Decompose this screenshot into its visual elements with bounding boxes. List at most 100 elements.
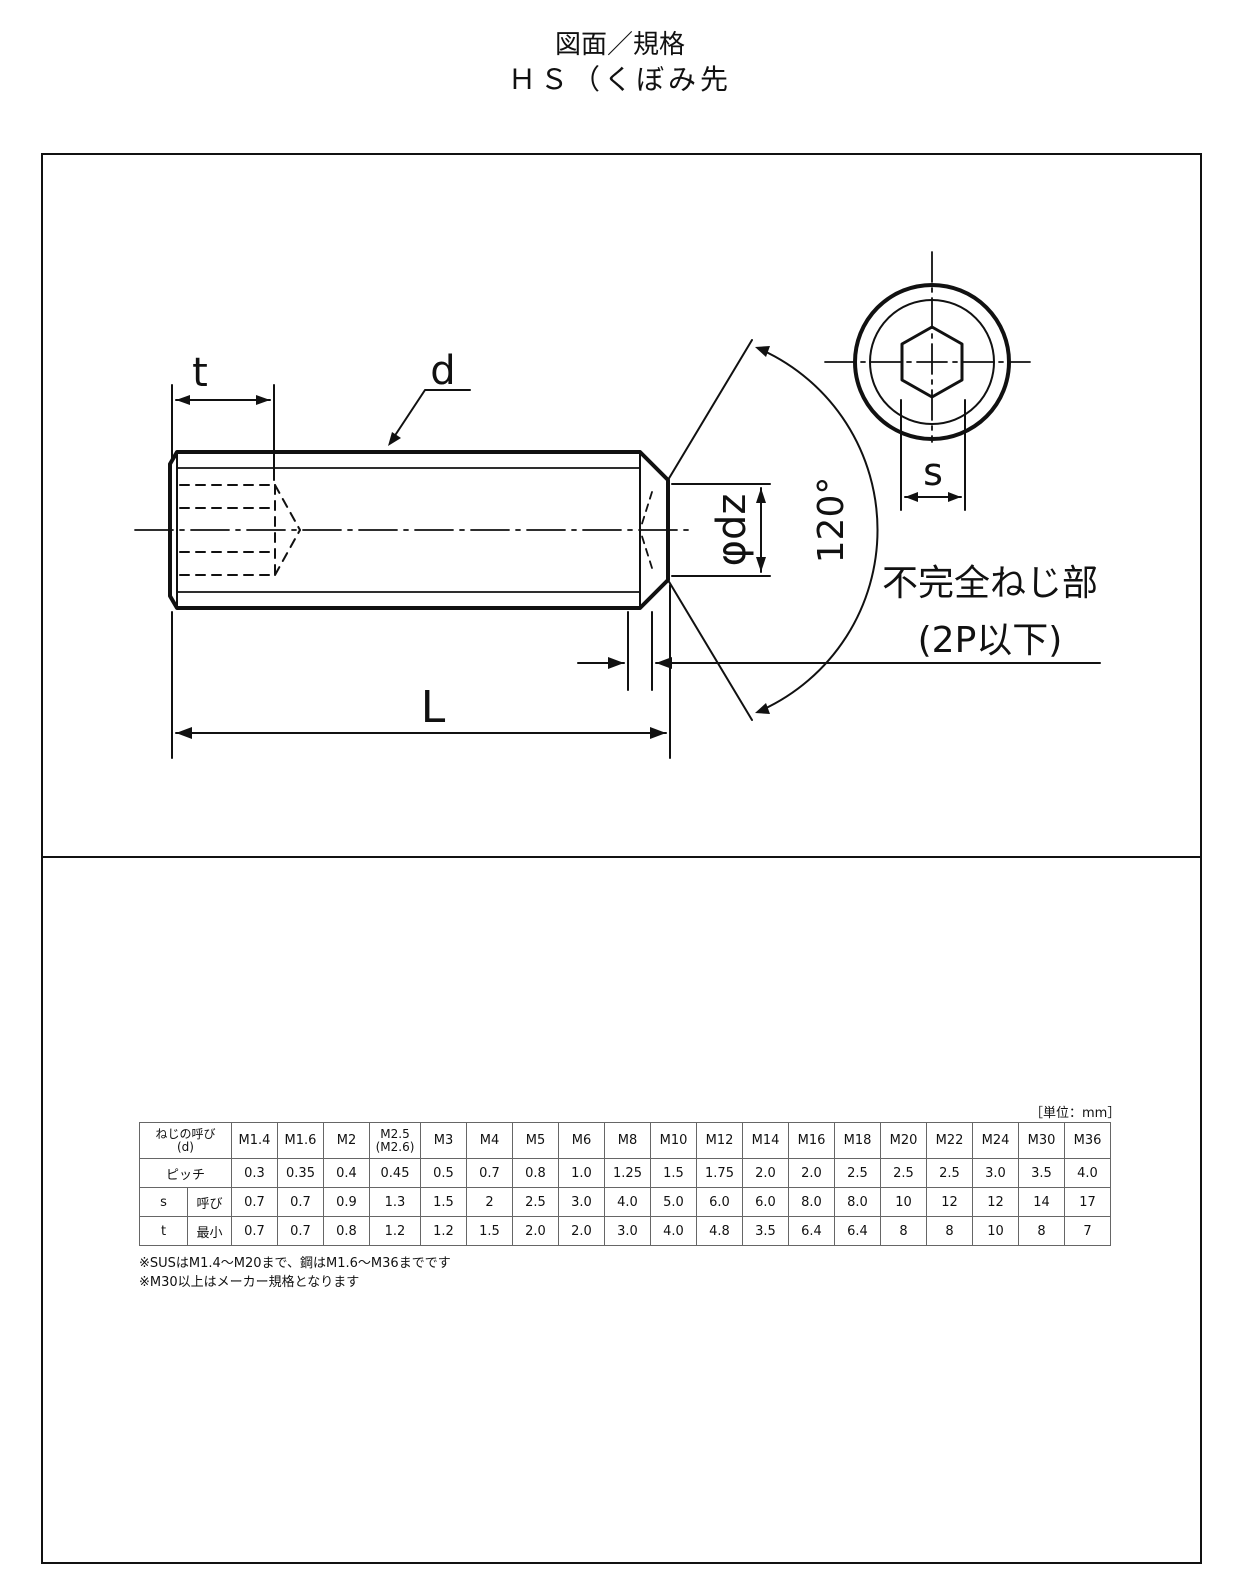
pitch-cell: 0.45 — [369, 1158, 421, 1188]
pitch-cell: 0.7 — [466, 1158, 513, 1188]
hidden-cup — [639, 491, 653, 569]
t-cell: 8 — [880, 1216, 927, 1246]
s-cell: 10 — [880, 1187, 927, 1217]
pitch-cell: 0.4 — [323, 1158, 370, 1188]
t-cell: 6.4 — [788, 1216, 835, 1246]
t-cell: 3.0 — [604, 1216, 651, 1246]
t-cell: 4.0 — [650, 1216, 697, 1246]
s-cell: 8.0 — [788, 1187, 835, 1217]
pitch-cell: 1.0 — [558, 1158, 605, 1188]
size-cell: M1.6 — [277, 1122, 324, 1159]
table-header-row: ねじの呼び (d) M1.4 M1.6 M2 M2.5 (M2.6) M3 M4… — [139, 1122, 1111, 1159]
t-cell: 4.8 — [696, 1216, 743, 1246]
t-cell: 6.4 — [834, 1216, 881, 1246]
size-cell: M2.5 (M2.6) — [369, 1122, 421, 1159]
s-cell: 17 — [1064, 1187, 1111, 1217]
pitch-cell: 3.5 — [1018, 1158, 1065, 1188]
pitch-cell: 2.5 — [834, 1158, 881, 1188]
s-cell: 14 — [1018, 1187, 1065, 1217]
frame-divider — [41, 856, 1202, 858]
note-material: ※SUSはM1.4～M20まで、鋼はM1.6～M36までです — [139, 1256, 451, 1271]
t-cell: 1.2 — [369, 1216, 421, 1246]
pitch-cell: 4.0 — [1064, 1158, 1111, 1188]
notes: ※SUSはM1.4～M20まで、鋼はM1.6～M36までです ※M30以上はメー… — [139, 1254, 451, 1292]
s-cell: 1.3 — [369, 1187, 421, 1217]
label-d: d — [430, 348, 455, 394]
s-cell: 2 — [466, 1187, 513, 1217]
s-cell: 6.0 — [696, 1187, 743, 1217]
label-t: t — [192, 350, 208, 396]
row-sublabel-t: 最小 — [187, 1216, 232, 1246]
size-cell: M8 — [604, 1122, 651, 1159]
row-label-pitch: ピッチ — [139, 1158, 232, 1188]
s-cell: 1.5 — [420, 1187, 467, 1217]
s-cell: 12 — [926, 1187, 973, 1217]
t-cell: 2.0 — [558, 1216, 605, 1246]
t-cell: 8 — [1018, 1216, 1065, 1246]
s-cell: 3.0 — [558, 1187, 605, 1217]
size-cell: M24 — [972, 1122, 1019, 1159]
table-row-t: t 最小 0.7 0.7 0.8 1.2 1.2 1.5 2.0 2.0 3.0… — [139, 1216, 1111, 1246]
t-cell: 0.8 — [323, 1216, 370, 1246]
t-cell: 8 — [926, 1216, 973, 1246]
table-row-s: s 呼び 0.7 0.7 0.9 1.3 1.5 2 2.5 3.0 4.0 5… — [139, 1187, 1111, 1217]
label-L: L — [421, 682, 446, 733]
header-thread-size: ねじの呼び (d) — [139, 1122, 232, 1159]
unit-note: ［単位：mm］ — [1030, 1106, 1121, 1121]
t-cell: 7 — [1064, 1216, 1111, 1246]
drawing-frame — [41, 153, 1202, 1564]
spec-table: ねじの呼び (d) M1.4 M1.6 M2 M2.5 (M2.6) M3 M4… — [139, 1122, 1111, 1246]
s-cell: 5.0 — [650, 1187, 697, 1217]
pitch-cell: 0.8 — [512, 1158, 559, 1188]
t-cell: 1.2 — [420, 1216, 467, 1246]
pitch-cell: 1.25 — [604, 1158, 651, 1188]
row-label-s: s — [139, 1187, 188, 1217]
s-cell: 12 — [972, 1187, 1019, 1217]
row-label-t: t — [139, 1216, 188, 1246]
size-cell: M36 — [1064, 1122, 1111, 1159]
size-cell: M18 — [834, 1122, 881, 1159]
pitch-cell: 0.5 — [420, 1158, 467, 1188]
t-cell: 0.7 — [277, 1216, 324, 1246]
d-leader — [391, 389, 471, 441]
pitch-cell: 2.0 — [742, 1158, 789, 1188]
pitch-cell: 2.5 — [880, 1158, 927, 1188]
pitch-cell: 1.75 — [696, 1158, 743, 1188]
t-cell: 2.0 — [512, 1216, 559, 1246]
s-cell: 8.0 — [834, 1187, 881, 1217]
row-sublabel-s: 呼び — [187, 1187, 232, 1217]
s-cell: 0.9 — [323, 1187, 370, 1217]
angle-arc — [761, 349, 879, 711]
t-cell: 1.5 — [466, 1216, 513, 1246]
s-cell: 4.0 — [604, 1187, 651, 1217]
label-angle: 120° — [811, 477, 852, 564]
label-incomplete-thread-note: (2P以下) — [918, 620, 1063, 661]
label-s: s — [923, 450, 943, 494]
size-cell: M16 — [788, 1122, 835, 1159]
size-cell: M6 — [558, 1122, 605, 1159]
set-screw-drawing: t d φdz 120° s L 不完全ねじ部 (2P以下) — [134, 251, 1101, 759]
note-maker-standard: ※M30以上はメーカー規格となります — [139, 1275, 360, 1290]
pitch-cell: 2.5 — [926, 1158, 973, 1188]
size-cell: M5 — [512, 1122, 559, 1159]
t-cell: 10 — [972, 1216, 1019, 1246]
label-incomplete-thread: 不完全ねじ部 — [882, 563, 1098, 604]
cone-line-lower — [667, 579, 753, 721]
size-cell: M4 — [466, 1122, 513, 1159]
s-cell: 2.5 — [512, 1187, 559, 1217]
t-cell: 3.5 — [742, 1216, 789, 1246]
s-cell: 0.7 — [231, 1187, 278, 1217]
product-title: ＨＳ（くぼみ先 — [507, 63, 732, 96]
label-dz: φdz — [709, 494, 755, 567]
size-cell: M30 — [1018, 1122, 1065, 1159]
pitch-cell: 3.0 — [972, 1158, 1019, 1188]
size-cell: M20 — [880, 1122, 927, 1159]
size-cell: M1.4 — [231, 1122, 278, 1159]
pitch-cell: 0.35 — [277, 1158, 324, 1188]
size-cell: M14 — [742, 1122, 789, 1159]
size-cell: M3 — [420, 1122, 467, 1159]
page-title: 図面／規格 — [554, 30, 685, 60]
table-row-pitch: ピッチ 0.3 0.35 0.4 0.45 0.5 0.7 0.8 1.0 1.… — [139, 1158, 1111, 1188]
s-cell: 6.0 — [742, 1187, 789, 1217]
size-cell: M22 — [926, 1122, 973, 1159]
